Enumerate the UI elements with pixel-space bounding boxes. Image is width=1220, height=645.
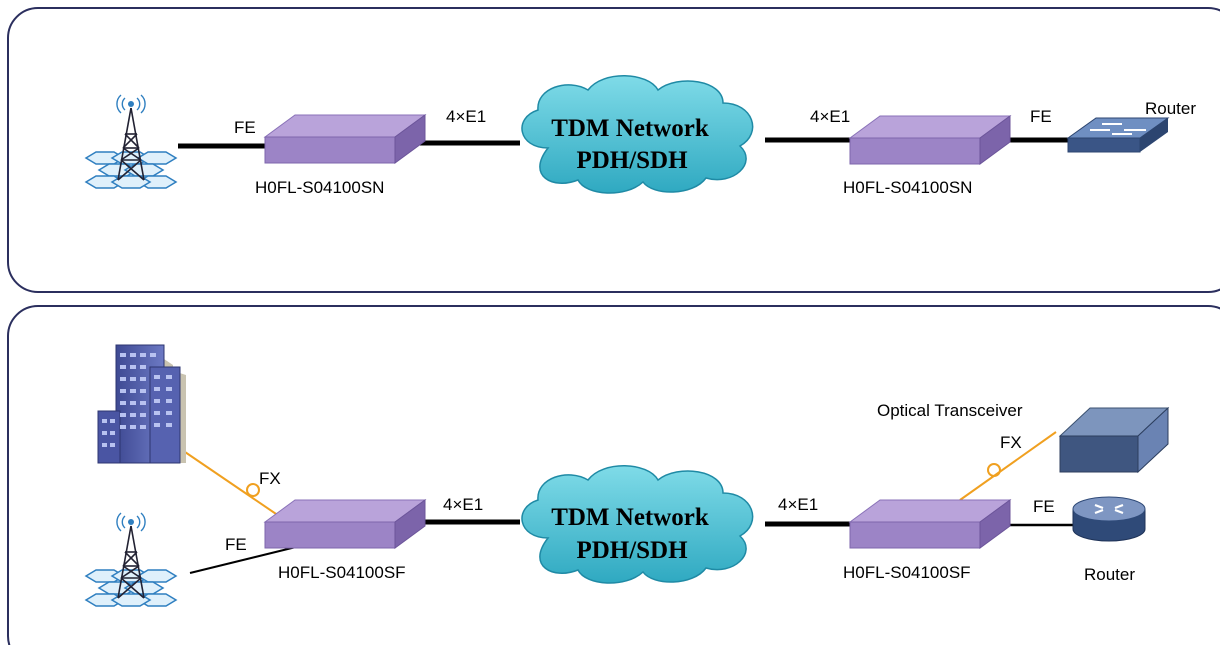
optical-transceiver-label: Optical Transceiver xyxy=(877,401,1023,420)
top-cloud-line1: TDM Network xyxy=(551,115,709,142)
bottom-left-fx-label: FX xyxy=(259,469,281,488)
bottom-router-label: Router xyxy=(1084,565,1135,584)
top-left-trunk-label: 4×E1 xyxy=(446,107,486,126)
top-right-device xyxy=(849,115,1011,165)
bottom-left-device-label: H0FL-S04100SF xyxy=(278,563,406,582)
optical-transceiver-icon xyxy=(1058,406,1170,474)
bottom-right-fe-label: FE xyxy=(1033,497,1055,516)
top-router-label: Router xyxy=(1145,99,1196,118)
bottom-cloud-line1: TDM Network xyxy=(551,504,709,531)
bottom-right-fiber-link xyxy=(959,431,1057,501)
bottom-left-fiber-loop xyxy=(246,483,260,497)
top-left-fe-label: FE xyxy=(234,118,256,137)
top-right-fe-label: FE xyxy=(1030,107,1052,126)
top-right-device-label: H0FL-S04100SN xyxy=(843,178,972,197)
bottom-left-fiber-link xyxy=(184,451,283,519)
bottom-right-device-label: H0FL-S04100SF xyxy=(843,563,971,582)
bottom-router-icon xyxy=(1072,496,1146,542)
bottom-right-trunk-label: 4×E1 xyxy=(778,495,818,514)
top-left-device-label: H0FL-S04100SN xyxy=(255,178,384,197)
bottom-left-trunk-label: 4×E1 xyxy=(443,495,483,514)
bottom-right-fiber-loop xyxy=(987,463,1001,477)
bottom-cloud-line2: PDH/SDH xyxy=(576,537,688,564)
top-left-device xyxy=(264,114,426,164)
bottom-right-device xyxy=(849,499,1011,549)
bottom-left-fe-label: FE xyxy=(225,535,247,554)
top-router-switch-icon xyxy=(1066,117,1170,153)
office-building-icon xyxy=(97,344,186,464)
top-right-trunk-label: 4×E1 xyxy=(810,107,850,126)
bottom-left-device xyxy=(264,499,426,549)
top-cloud-line2: PDH/SDH xyxy=(576,147,688,174)
bottom-left-fe-link xyxy=(189,545,301,574)
bottom-right-fx-label: FX xyxy=(1000,433,1022,452)
